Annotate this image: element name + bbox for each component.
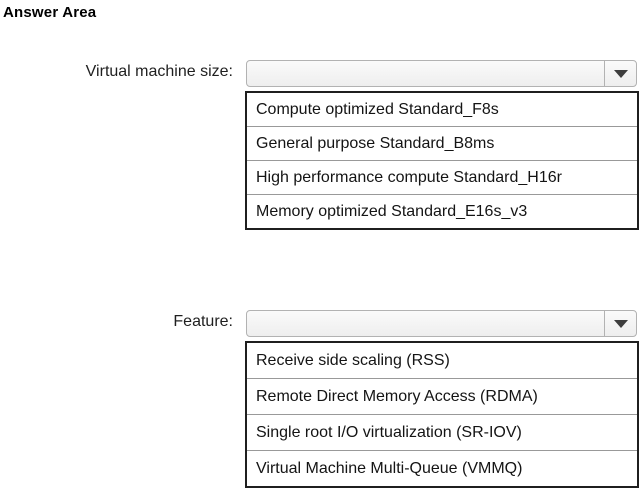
- list-item[interactable]: Memory optimized Standard_E16s_v3: [247, 194, 637, 228]
- vm-size-label: Virtual machine size:: [85, 63, 233, 80]
- feature-options-list: Receive side scaling (RSS) Remote Direct…: [245, 341, 639, 488]
- feature-label: Feature:: [173, 313, 233, 330]
- list-item[interactable]: Remote Direct Memory Access (RDMA): [247, 378, 637, 414]
- feature-dropdown[interactable]: [246, 310, 637, 337]
- feature-dropdown-arrow-button[interactable]: [604, 311, 636, 336]
- answer-area-heading: Answer Area: [3, 4, 97, 21]
- list-item[interactable]: Single root I/O virtualization (SR-IOV): [247, 414, 637, 450]
- chevron-down-icon: [613, 319, 628, 328]
- list-item[interactable]: Compute optimized Standard_F8s: [256, 101, 499, 118]
- chevron-down-icon: [613, 69, 628, 78]
- vm-size-dropdown-arrow-button[interactable]: [604, 61, 636, 86]
- list-item[interactable]: General purpose Standard_B8ms: [247, 126, 637, 160]
- list-item[interactable]: Receive side scaling (RSS): [256, 352, 450, 369]
- list-item[interactable]: Virtual Machine Multi-Queue (VMMQ): [247, 450, 637, 486]
- vm-size-options-list: Compute optimized Standard_F8s General p…: [245, 91, 639, 230]
- vm-size-dropdown[interactable]: [246, 60, 637, 87]
- list-item[interactable]: High performance compute Standard_H16r: [247, 160, 637, 194]
